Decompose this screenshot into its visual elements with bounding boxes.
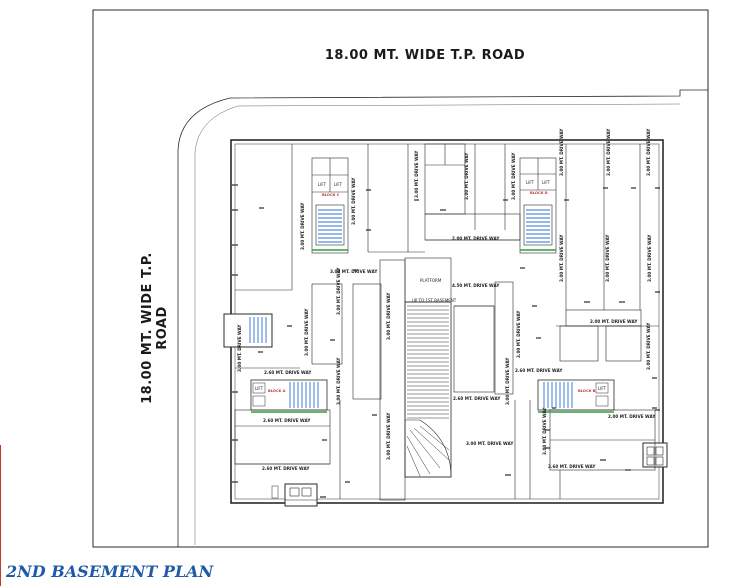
block-label: BLOCK A [268,389,286,393]
driveway-label: 2.60 MT. DRIVE WAY [515,368,563,373]
stair-core-a [250,379,328,413]
block-label: BLOCK B [578,389,596,393]
driveway-label: 3.00 MT. DRIVE WAY [300,202,305,250]
stair-west-treads [249,317,267,343]
stair-box-west [223,313,273,348]
driveway-label: 3.00 MT. DRIVE WAY [466,441,514,446]
driveway-label: 2.00 MT. DRIVE WAY [452,236,500,241]
driveway-label: 3.00 MT. DRIVE WAY [542,407,547,455]
lift-label: LIFT [255,386,264,391]
stair-core-b [537,379,615,413]
lift-label: LIFT [318,182,327,187]
driveway-label: 2.60 MT. DRIVE WAY [453,396,501,401]
block-label: BLOCK C [322,193,340,197]
property-line-inner [194,103,681,545]
property-line [177,89,708,547]
driveway-label: 3.00 MT. DRIVE WAY [386,412,391,460]
driveway-label: 2.60 MT. DRIVE WAY [548,464,596,469]
driveway-label: 3.00 MT. DRIVE WAY [336,267,341,315]
driveway-label: 3.00 MT. DRIVE WAY [559,128,564,176]
stair-box-south [284,483,318,507]
driveway-labels: 3.00 MT. DRIVE WAY 4.50 MT. DRIVE WAY 2.… [237,128,656,471]
driveway-label: 2.60 MT. DRIVE WAY [264,370,312,375]
driveway-label: 3.00 MT. DRIVE WAY [351,177,356,225]
platform-label: PLATFORM [420,278,442,283]
driveway-label: 4.50 MT. DRIVE WAY [452,283,500,288]
driveway-label: 3.00 MT. DRIVE WAY [414,150,419,198]
block-label: BLOCK D [530,191,548,195]
top-road-label: 18.00 MT. WIDE T.P. ROAD [324,48,526,63]
driveway-label: 3.00 MT. DRIVE WAY [336,357,341,405]
driveway-label: 2.00 MT. DRIVE WAY [608,414,656,419]
driveway-label: 2.60 MT. DRIVE WAY [263,418,311,423]
driveway-label: 2.60 MT. DRIVE WAY [262,466,310,471]
left-road-label: 18.00 MT. WIDE T.P. ROAD [140,252,170,404]
stair-core-d [520,204,556,251]
driveway-label: 3.00 MT. DRIVE WAY [304,308,309,356]
driveway-label: 3.00 MT. DRIVE WAY [646,128,651,176]
driveway-label: 3.00 MT. DRIVE WAY [237,324,242,372]
driveway-label: 3.00 MT. DRIVE WAY [606,128,611,176]
parking-grid [234,143,659,501]
driveway-label: 3.00 MT. DRIVE WAY [505,357,510,405]
driveway-label: 3.00 MT. DRIVE WAY [511,152,516,200]
driveway-label: 3.00 MT. DRIVE WAY [330,269,378,274]
ramp-label: UP TO 1ST BASEMENT [412,298,457,303]
lift-label: LIFT [598,386,607,391]
lift-label: LIFT [334,182,343,187]
site-boundary [92,9,709,548]
driveway-label: 3.00 MT. DRIVE WAY [559,234,564,282]
plan-title: 2ND BASEMENT PLAN [6,562,214,581]
driveway-label: 3.00 MT. DRIVE WAY [605,234,610,282]
driveway-label: 3.00 MT. DRIVE WAY [647,234,652,282]
driveway-label: 3.00 MT. DRIVE WAY [646,322,651,370]
central-ramp [404,257,452,478]
driveway-label: 3.00 MT. DRIVE WAY [516,310,521,358]
parking-ticks [232,184,660,498]
driveway-label: 3.00 MT. DRIVE WAY [464,152,469,200]
lift-label: LIFT [542,180,551,185]
driveway-label: 2.00 MT. DRIVE WAY [590,319,638,324]
driveway-label: 3.00 MT. DRIVE WAY [386,292,391,340]
lift-label: LIFT [526,180,535,185]
stair-core-c [312,204,348,251]
